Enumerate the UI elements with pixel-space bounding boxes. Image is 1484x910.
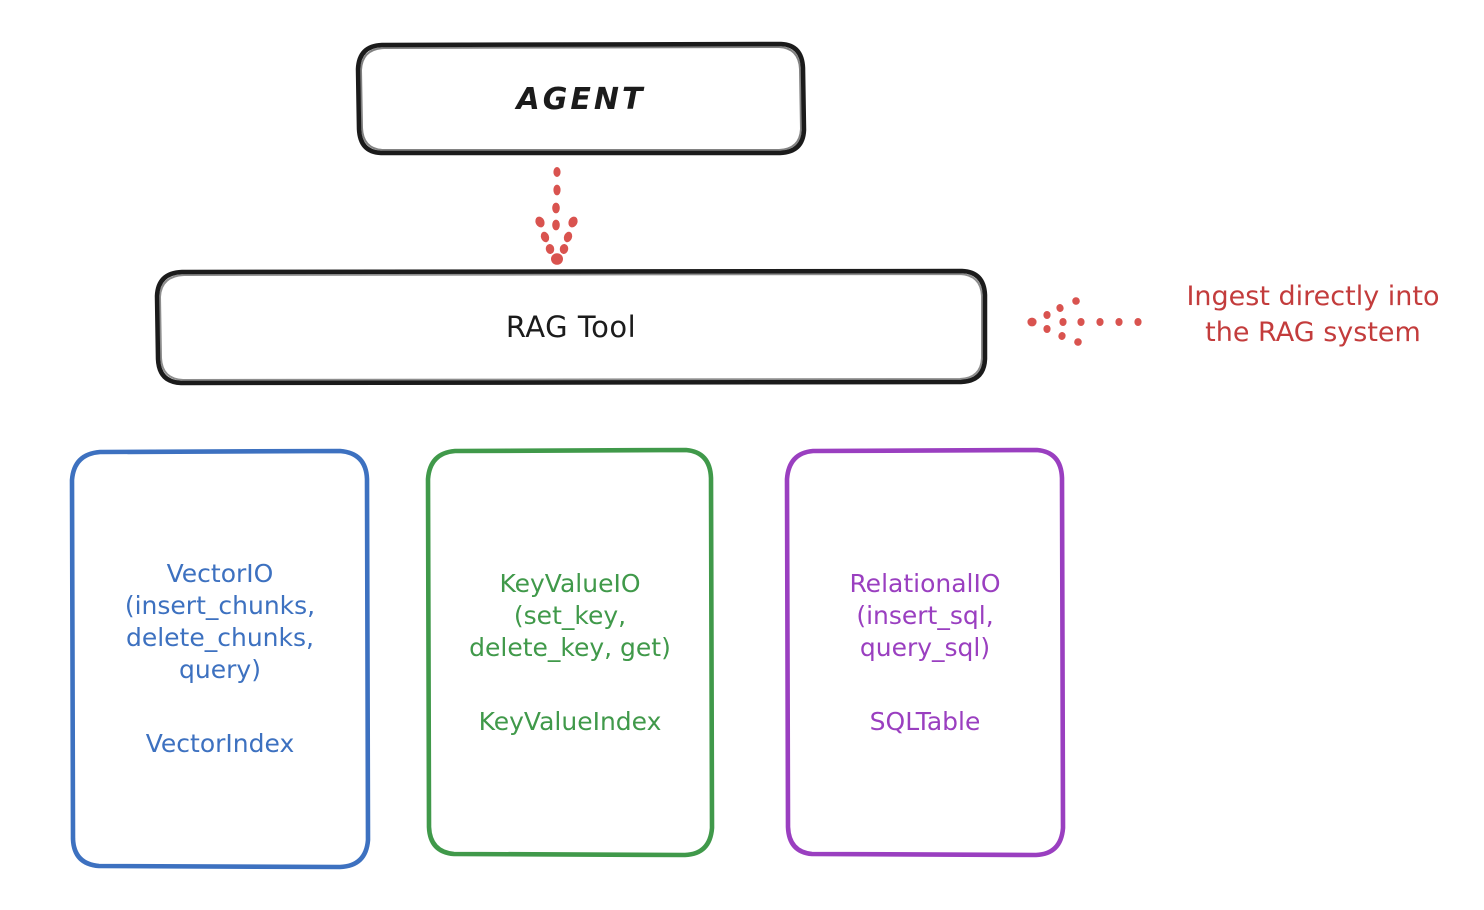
vector-io-api: VectorIO (insert_chunks, delete_chunks, … [125, 558, 315, 686]
annotation-to-rag-dotted-arrow [1027, 297, 1142, 346]
ingest-annotation-line: the RAG system [1205, 316, 1421, 348]
vector-io-api-line: delete_chunks, [125, 623, 314, 652]
vector-box-outline [69, 448, 371, 870]
vector-index-label: VectorIndex [145, 729, 295, 758]
relational-io-api-line: query_sql) [859, 632, 991, 662]
relational-io-api: RelationalIO (insert_sql, query_sql) [849, 568, 1000, 664]
agent-box-outline [355, 41, 807, 156]
agent-to-rag-dotted-arrow [535, 167, 578, 265]
ingest-annotation-line: Ingest directly into [1186, 281, 1440, 312]
relational-io-node[interactable]: RelationalIO (insert_sql, query_sql) SQL… [787, 450, 1063, 855]
agent-node[interactable]: AGENT [358, 44, 804, 154]
vector-io-api-line: (insert_chunks, [124, 591, 316, 620]
relational-box-outline [784, 447, 1066, 858]
agent-label: AGENT [516, 81, 646, 117]
relational-io-api-line: RelationalIO [849, 568, 1001, 598]
vector-io-api-line: query) [179, 655, 261, 684]
rag-tool-node[interactable]: RAG Tool [157, 271, 985, 383]
key-value-io-api-line: (set_key, [513, 600, 627, 630]
vector-io-node[interactable]: VectorIO (insert_chunks, delete_chunks, … [72, 451, 368, 867]
key-value-index-label: KeyValueIndex [478, 706, 662, 736]
rag-tool-label: RAG Tool [505, 310, 637, 344]
key-value-io-api-line: delete_key, get) [469, 632, 671, 662]
key-value-io-api-line: KeyValueIO [499, 568, 641, 598]
relational-io-api-line: (insert_sql, [856, 600, 994, 630]
keyvalue-box-outline [425, 447, 715, 858]
key-value-io-node[interactable]: KeyValueIO (set_key, delete_key, get) Ke… [428, 450, 712, 855]
key-value-io-api: KeyValueIO (set_key, delete_key, get) [469, 568, 671, 664]
ingest-annotation: Ingest directly into the RAG system [1148, 279, 1478, 350]
vector-io-api-line: VectorIO [166, 559, 274, 588]
rag-tool-box-outline [154, 268, 988, 386]
sql-table-label: SQLTable [869, 706, 981, 736]
